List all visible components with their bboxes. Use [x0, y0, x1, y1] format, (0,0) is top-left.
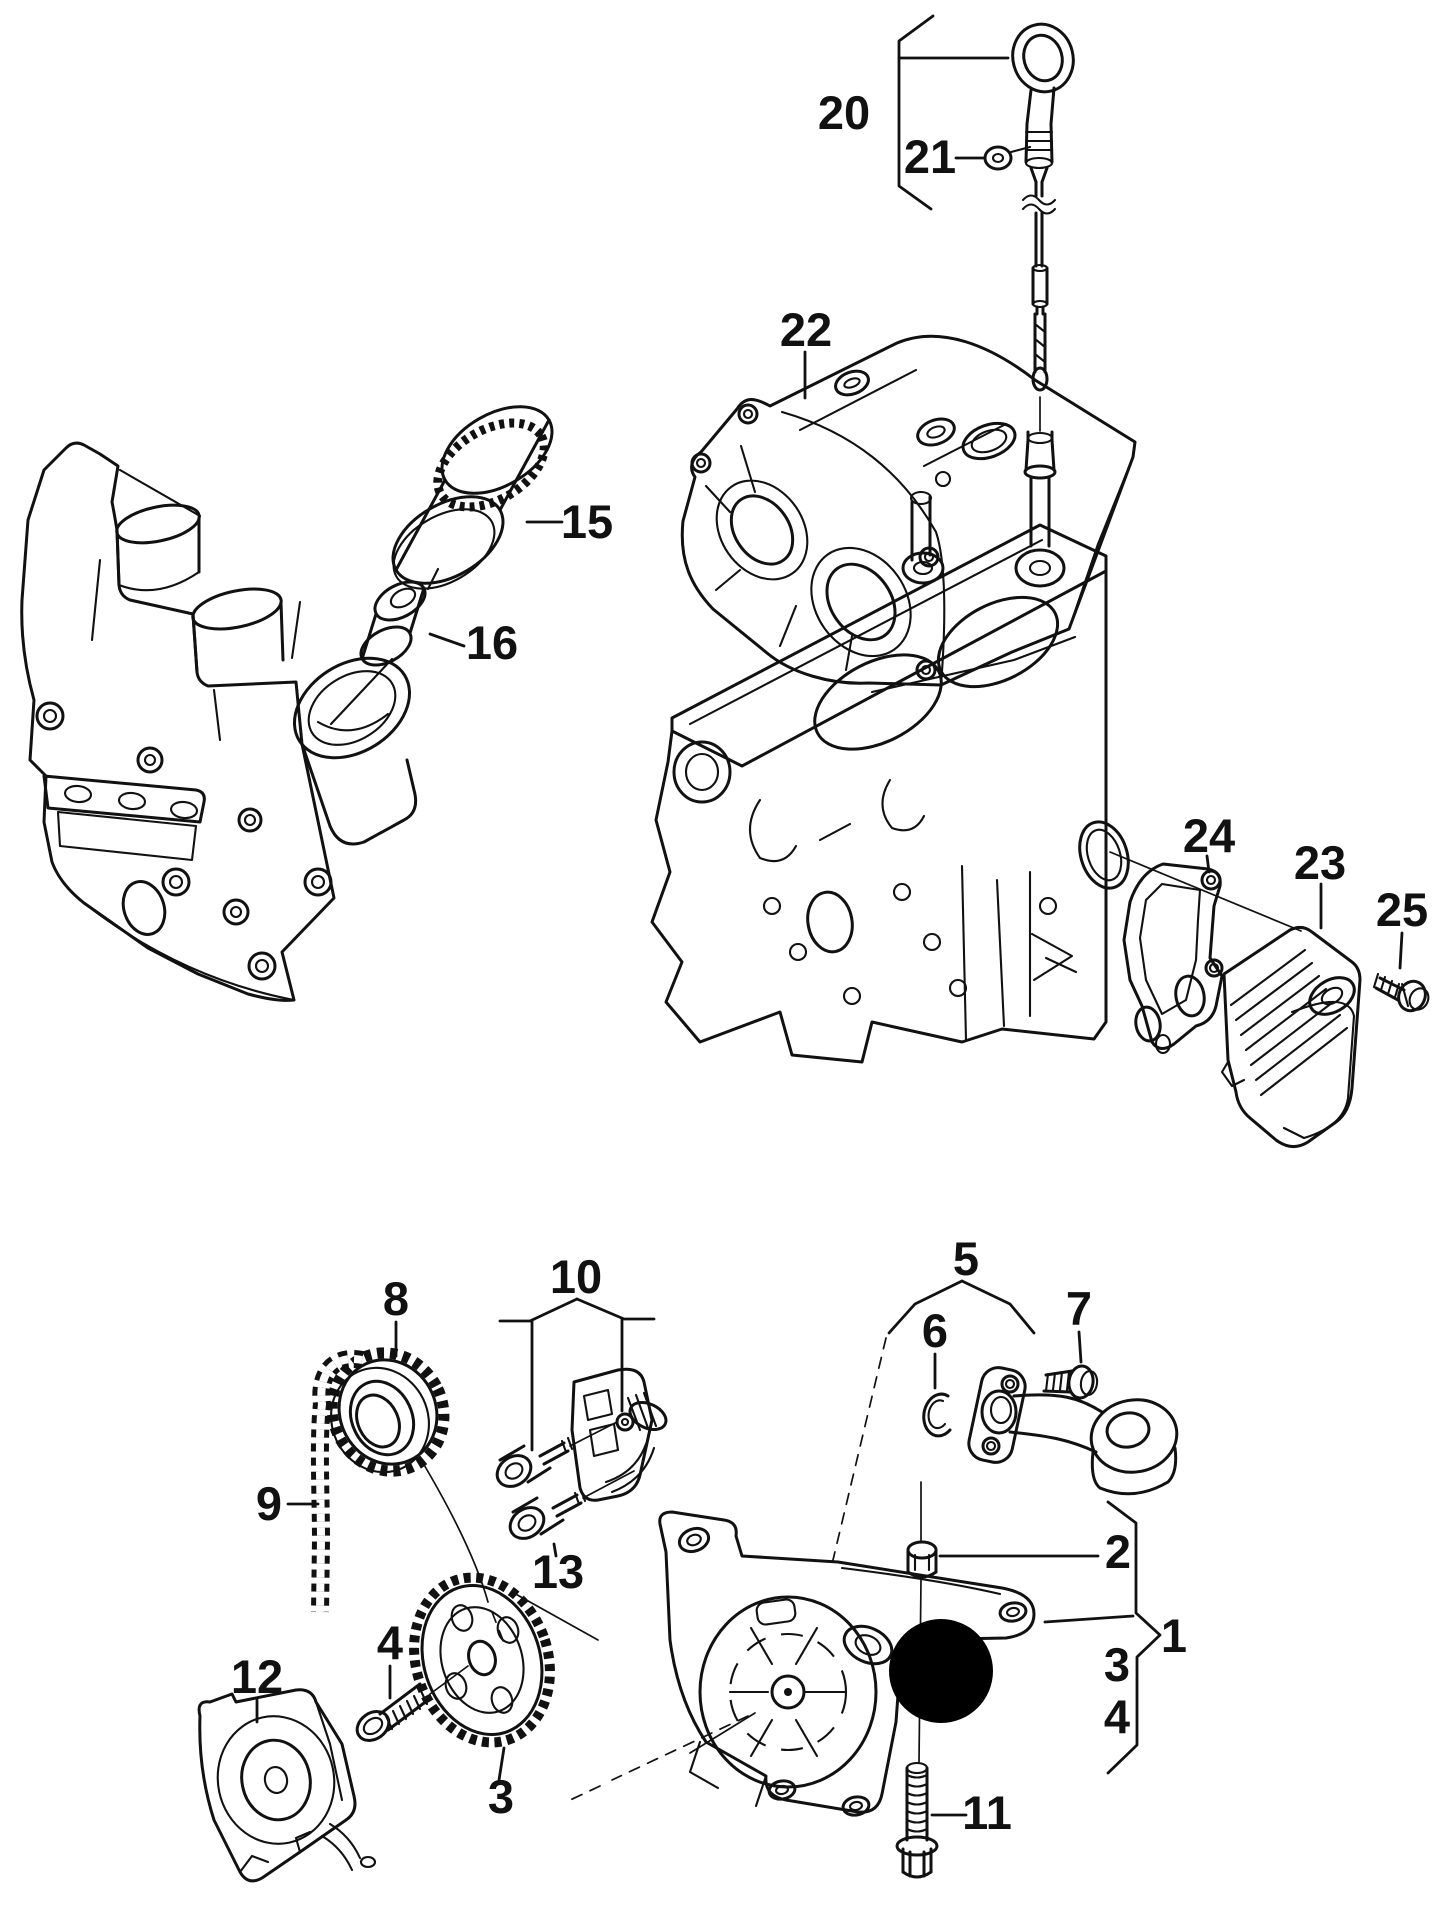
- part-oil-filter-15: 15: [391, 405, 613, 590]
- callout-24[interactable]: 24: [1183, 809, 1235, 862]
- part-sprocket-8: 8: [326, 1272, 450, 1477]
- callout-20[interactable]: 20: [818, 86, 870, 139]
- callout-25[interactable]: 25: [1376, 883, 1428, 936]
- callout-1[interactable]: 1: [1161, 1609, 1187, 1662]
- part-bolt-7: 7: [1042, 1282, 1099, 1400]
- callout-22[interactable]: 22: [780, 303, 832, 356]
- callout-12[interactable]: 12: [231, 1650, 283, 1703]
- block-oring-port: [1078, 820, 1130, 890]
- callout-5[interactable]: 5: [953, 1232, 979, 1285]
- part-filter-element-16: 16: [329, 567, 518, 726]
- callout-3-sprocket[interactable]: 3: [488, 1770, 514, 1823]
- callout-3-group[interactable]: 3: [1104, 1638, 1130, 1691]
- callout-16[interactable]: 16: [466, 616, 518, 669]
- block-small-holes: [762, 882, 1058, 1006]
- callout-4-group[interactable]: 4: [1104, 1690, 1130, 1743]
- bracket-1: [1106, 1500, 1162, 1775]
- part-cylinder-block: [650, 523, 1302, 1064]
- part-oring-6: 6: [922, 1304, 952, 1438]
- part-bolt-25: 25: [1372, 883, 1430, 1013]
- part-suction-pipe-5: 5: [832, 1232, 1179, 1561]
- part-dowel-2: 2: [906, 1525, 1131, 1579]
- callout-group-20: 20: [818, 14, 1010, 211]
- assembly-axis-line: [918, 1481, 922, 1763]
- part-chain-9: 9: [256, 1350, 507, 1649]
- part-oil-pump-1: [565, 1510, 1036, 1817]
- callout-11[interactable]: 11: [962, 1786, 1012, 1839]
- part-camshaft-cover-22: 22: [680, 303, 1137, 694]
- part-seal-21: 21: [904, 130, 1032, 183]
- callout-23[interactable]: 23: [1294, 836, 1346, 889]
- callout-9[interactable]: 9: [256, 1477, 282, 1530]
- bracket-5: [887, 1279, 1036, 1335]
- bracket-20: [897, 14, 935, 211]
- filter-cup: [292, 656, 418, 846]
- part-bolt-4: 4: [355, 1616, 469, 1742]
- part-sprocket-3: 3: [409, 1572, 555, 1823]
- callout-7[interactable]: 7: [1066, 1282, 1092, 1335]
- bracket-10: [498, 1297, 656, 1452]
- part-bolt-11: 11: [895, 1761, 1012, 1879]
- dipstick-guide-tube: [1014, 430, 1066, 588]
- callout-15[interactable]: 15: [561, 495, 613, 548]
- part-dipstick: [1011, 22, 1075, 588]
- part-bolts-13: 13: [495, 1421, 635, 1641]
- callout-10[interactable]: 10: [550, 1250, 602, 1303]
- callout-4-bolt[interactable]: 4: [377, 1616, 403, 1669]
- part-filter-housing-engine: [20, 441, 418, 1002]
- part-oil-cooler-23: 23: [1220, 836, 1362, 1148]
- part-chain-cover-12: 12: [197, 1650, 377, 1883]
- callout-21[interactable]: 21: [904, 130, 956, 183]
- part-gasket-24: 24: [1122, 809, 1235, 1055]
- cover-bolt-eyes: [690, 403, 940, 681]
- highlight-dot[interactable]: [889, 1619, 993, 1723]
- callout-2[interactable]: 2: [1105, 1525, 1131, 1578]
- callout-6[interactable]: 6: [922, 1304, 948, 1357]
- callout-8[interactable]: 8: [383, 1272, 409, 1325]
- callout-group-1: 1 3 4: [1043, 1500, 1187, 1775]
- callout-13[interactable]: 13: [532, 1545, 584, 1598]
- part-tensioner-10: 10: [498, 1250, 668, 1502]
